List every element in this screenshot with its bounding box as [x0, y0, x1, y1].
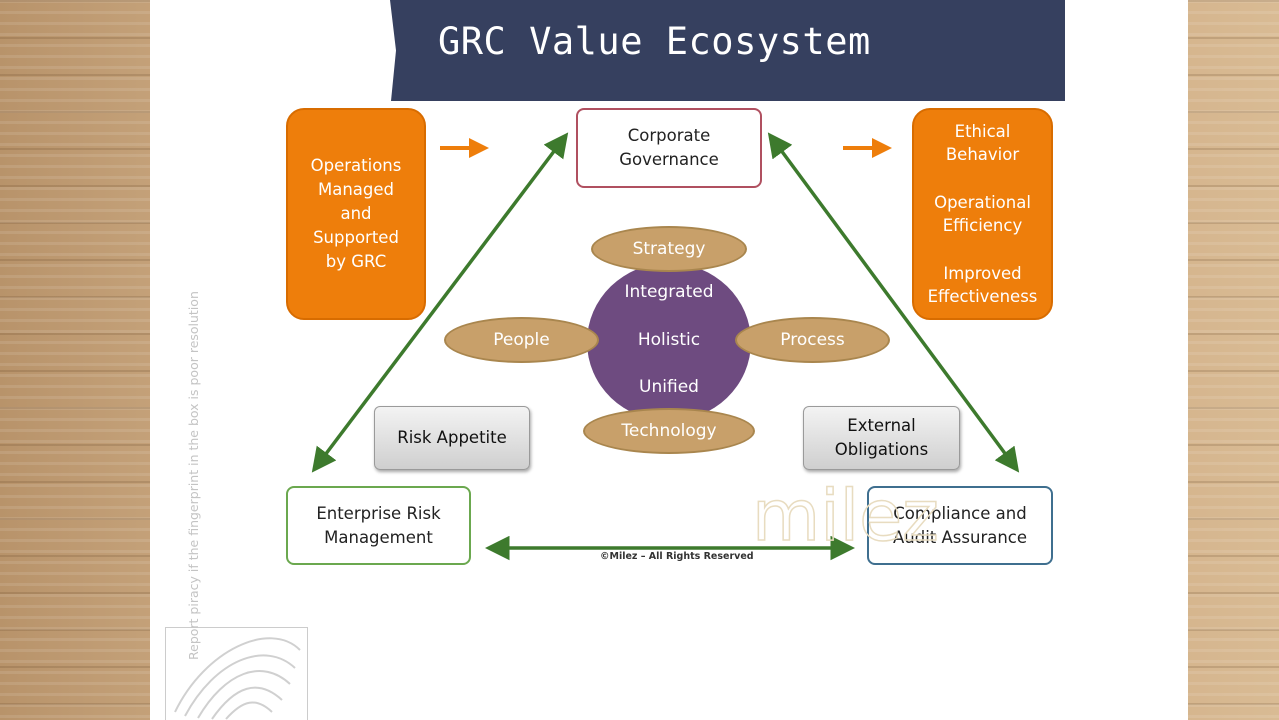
- enterprise-risk-node: Enterprise Risk Management: [286, 486, 471, 565]
- arrow-governance-compliance: [767, 132, 1020, 473]
- ellipse-label: Technology: [621, 421, 717, 441]
- logo-watermark: milez: [752, 475, 939, 557]
- node-label: Corporate: [627, 126, 711, 145]
- node-label: Governance: [619, 150, 719, 169]
- strategy-ellipse: Strategy: [591, 226, 747, 272]
- hub-label-unified: Unified: [639, 377, 699, 397]
- arrow-governance-risk: [311, 132, 569, 473]
- fingerprint-box: [165, 627, 308, 720]
- hub-label-holistic: Holistic: [637, 330, 701, 350]
- node-label: Enterprise Risk: [316, 503, 441, 523]
- node-label: Management: [324, 527, 433, 547]
- hub-circle: [587, 263, 751, 421]
- corporate-governance-node: Corporate Governance: [576, 108, 762, 188]
- title-banner: [390, 0, 1065, 101]
- ellipse-label: Strategy: [632, 239, 706, 259]
- technology-ellipse: Technology: [583, 408, 755, 454]
- compliance-audit-node: Compliance and Audit Assurance: [867, 486, 1053, 565]
- node-label: Audit Assurance: [892, 527, 1028, 547]
- slide-title: GRC Value Ecosystem: [438, 20, 871, 63]
- copyright-notice: ©Milez – All Rights Reserved: [600, 551, 754, 562]
- node-label: Compliance and: [893, 503, 1027, 523]
- piracy-notice: Report piracy if the fingerprint in the …: [186, 291, 201, 660]
- fingerprint-icon: [174, 637, 301, 720]
- hub-label-integrated: Integrated: [624, 282, 714, 302]
